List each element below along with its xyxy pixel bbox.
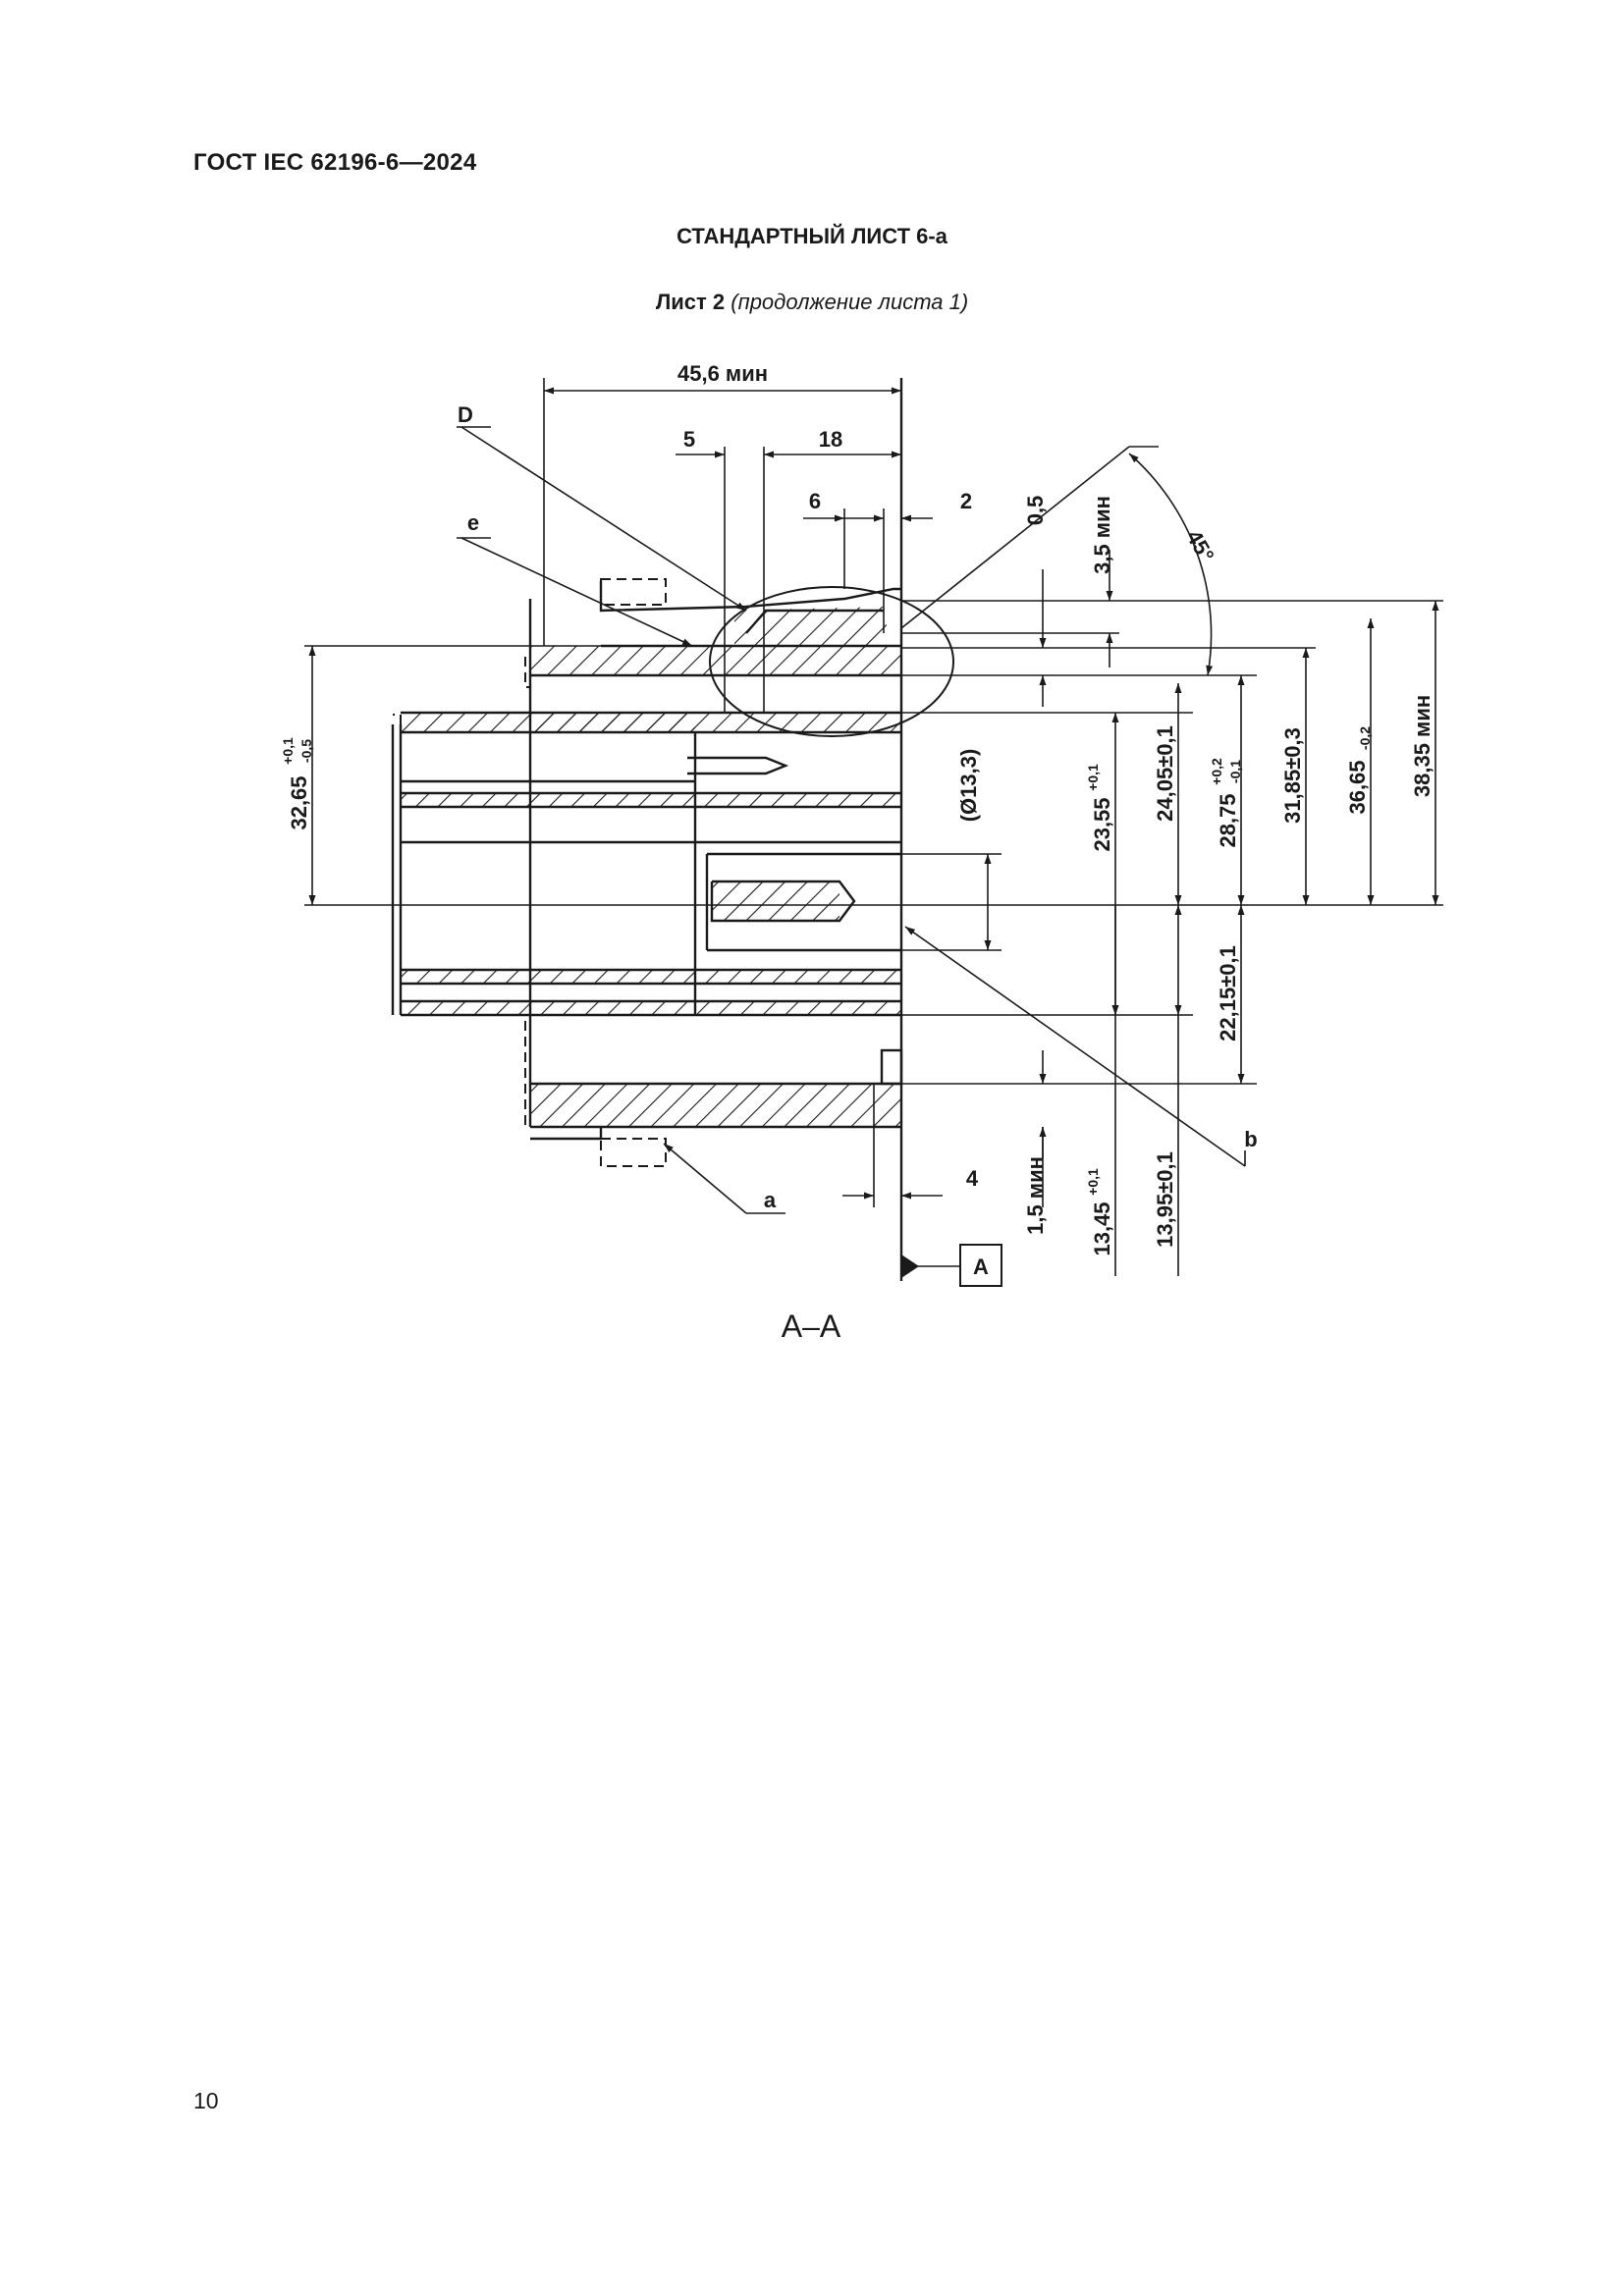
- dim-23-55: 23,55 +0,1: [1085, 764, 1114, 852]
- dim-31-85: 31,85±0,3: [1280, 727, 1305, 824]
- label-a: a: [764, 1188, 777, 1212]
- dim-22-15: 22,15±0,1: [1216, 945, 1240, 1041]
- svg-text:23,55: 23,55: [1090, 797, 1114, 851]
- detail-circle: [709, 586, 954, 737]
- dim-4: 4: [966, 1166, 979, 1191]
- dim-13-3: (Ø13,3): [956, 749, 981, 823]
- datum-marker: [901, 1244, 1002, 1287]
- dim-18: 18: [819, 427, 842, 452]
- dim-28-75: 28,75 +0,2 -0,1: [1209, 758, 1243, 848]
- part-outline: [391, 378, 903, 1281]
- leader-lines: [457, 426, 1246, 1214]
- dim-2: 2: [960, 489, 972, 513]
- dim-13-95: 13,95±0,1: [1153, 1151, 1177, 1248]
- reference-lines: [304, 378, 1443, 1207]
- svg-text:28,75: 28,75: [1216, 793, 1240, 847]
- callout-labels: D e a b A A–A: [458, 402, 1258, 1344]
- svg-text:32,65: 32,65: [287, 775, 311, 829]
- svg-text:-0,1: -0,1: [1227, 760, 1243, 783]
- dim-24-05: 24,05±0,1: [1153, 725, 1177, 822]
- page-number: 10: [193, 2088, 219, 2113]
- svg-text:+0,1: +0,1: [1085, 1168, 1101, 1196]
- dimension-lines: [308, 387, 1439, 1276]
- sheet-subtitle: Лист 2 (продолжение листа 1): [0, 290, 1624, 315]
- sheet-title: СТАНДАРТНЫЙ ЛИСТ 6-а: [677, 224, 947, 248]
- dim-5: 5: [683, 427, 695, 452]
- dim-45-deg: 45°: [1181, 526, 1218, 566]
- sheet-number: Лист 2: [655, 290, 726, 314]
- document-id: ГОСТ IEC 62196-6—2024: [193, 149, 477, 176]
- section-label: A–A: [782, 1308, 841, 1344]
- dim-1-5: 1,5 мин: [1023, 1156, 1048, 1235]
- hatched-sections: [401, 607, 901, 1128]
- dim-32-65: 32,65 +0,1 -0,5: [280, 737, 314, 830]
- dim-0-5: 0,5: [1023, 496, 1048, 526]
- label-b: b: [1244, 1127, 1257, 1151]
- dim-3-5: 3,5 мин: [1090, 496, 1114, 574]
- svg-text:-0,5: -0,5: [298, 739, 314, 763]
- svg-text:13,45: 13,45: [1090, 1201, 1114, 1255]
- label-e: e: [467, 510, 479, 535]
- label-D: D: [458, 402, 473, 427]
- dim-6: 6: [809, 489, 821, 513]
- dim-13-45: 13,45 +0,1: [1085, 1168, 1114, 1256]
- dimension-texts: 45,6 мин 5 18 6 2 0,5 3,5 мин 45° 32,65 …: [280, 361, 1435, 1256]
- svg-text:+0,1: +0,1: [280, 737, 296, 765]
- datum-label: A: [973, 1255, 989, 1279]
- svg-text:+0,2: +0,2: [1209, 758, 1224, 785]
- dim-45-6: 45,6 мин: [677, 361, 768, 386]
- dim-36-65: 36,65 -0,2: [1345, 726, 1373, 815]
- svg-text:+0,1: +0,1: [1085, 764, 1101, 791]
- svg-text:36,65: 36,65: [1345, 760, 1370, 814]
- sheet-note: (продолжение листа 1): [731, 290, 969, 314]
- svg-text:-0,2: -0,2: [1357, 726, 1373, 750]
- dim-38-35: 38,35 мин: [1410, 695, 1435, 797]
